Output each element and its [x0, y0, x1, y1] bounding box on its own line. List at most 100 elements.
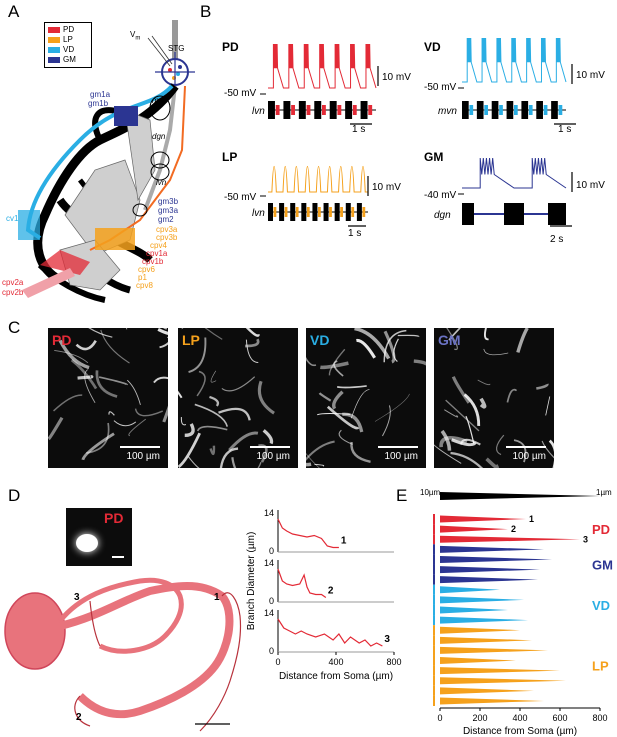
pd-nerve-burst — [298, 101, 306, 119]
mvn-label: mvn — [152, 96, 168, 105]
x-tick-label: 800 — [592, 713, 607, 723]
neurite — [332, 390, 344, 410]
neurite — [126, 379, 141, 405]
neurite — [184, 423, 195, 438]
lp-nerve-burst — [268, 203, 273, 221]
y-tick-label: 0 — [269, 546, 274, 556]
branch-bar-vd — [440, 606, 508, 614]
neurite — [53, 394, 83, 412]
pd-nerve-burst — [360, 101, 368, 119]
neurite — [108, 411, 115, 416]
vd-nerve-burst — [491, 101, 499, 119]
panel-letter-e: E — [396, 486, 408, 505]
gm-nerve-burst — [548, 203, 566, 225]
trace-vd-name: VD — [424, 40, 441, 54]
series-line-3 — [277, 618, 383, 647]
y-tick-label: 0 — [269, 646, 274, 656]
branch-label-2: 2 — [76, 712, 82, 723]
dgn-label: dgn — [152, 132, 166, 141]
cpv2b-label: cpv2b — [2, 288, 24, 297]
neurite — [84, 369, 96, 404]
micrograph-label: PD — [52, 332, 72, 348]
neurite — [450, 451, 484, 468]
neurite — [181, 328, 184, 330]
legend-label: PD — [63, 25, 75, 34]
group-label-lp: LP — [592, 659, 609, 674]
legend-swatch — [48, 46, 60, 53]
neurite — [479, 397, 487, 409]
stomatogastric-schematic — [18, 20, 195, 303]
cpv8-label: cpv8 — [136, 281, 153, 290]
x-tick-label: 800 — [386, 657, 401, 667]
scale-label: 100 µm — [126, 451, 160, 462]
lp-nerve-burst — [290, 203, 296, 221]
lp-nerve-unit — [295, 207, 299, 217]
e-top-label-left: 10µm — [420, 488, 441, 497]
cpv3b-label: cpv3b — [156, 233, 178, 242]
lp-voltage-trace — [268, 166, 368, 193]
pd-nerve-burst — [329, 101, 337, 119]
neurite — [451, 438, 477, 447]
panel-letter-b: B — [200, 2, 212, 21]
branch-bar-vd — [440, 586, 500, 594]
neurite — [483, 328, 489, 341]
neurite — [397, 334, 420, 338]
neurite — [257, 380, 275, 415]
pd-nerve-burst — [283, 101, 291, 119]
x-tick-label: 200 — [472, 713, 487, 723]
y-tick-label: 14 — [264, 558, 274, 568]
branch-bar-lp — [440, 646, 548, 654]
neurite — [125, 328, 128, 330]
neurite — [128, 418, 147, 437]
neurite — [48, 416, 64, 441]
trace-gm-name: GM — [424, 150, 444, 164]
lp-nerve-burst — [356, 203, 362, 221]
pd-nerve-unit — [337, 105, 342, 115]
neurite — [210, 370, 217, 383]
panel-letter-d: D — [8, 486, 21, 505]
neurite — [496, 434, 505, 456]
branch-bar-pd — [440, 535, 580, 543]
branch-bar-lp — [440, 657, 516, 665]
neurite — [113, 420, 137, 427]
pd-nerve-unit — [306, 105, 311, 115]
y-axis-label: Branch Diameter (µm) — [246, 532, 257, 631]
vd-nerve-unit — [484, 105, 488, 115]
neurite — [54, 349, 89, 364]
neurite — [187, 456, 200, 468]
pd-nerve-unit — [352, 105, 357, 115]
neurite — [86, 422, 110, 454]
branch-bar-gm — [440, 566, 540, 574]
neurite — [218, 407, 251, 421]
trace-gm-baseline: -40 mV — [424, 190, 457, 201]
legend-label: GM — [63, 55, 76, 64]
neurite — [221, 376, 256, 392]
lp-nerve-unit — [329, 207, 332, 217]
neurite — [463, 393, 481, 426]
neurite — [196, 370, 206, 397]
trace-vd-nerve: mvn — [438, 106, 457, 117]
group-label-pd: PD — [592, 522, 610, 537]
cv1-label: cv1 — [6, 214, 19, 223]
neurite — [157, 328, 168, 335]
trace-pd-nerve: lvn — [252, 106, 265, 117]
micrograph-label: VD — [310, 332, 330, 348]
scale-label: 100 µm — [512, 451, 546, 462]
neurite — [444, 409, 459, 418]
neurite — [306, 356, 317, 367]
neurite — [178, 390, 183, 399]
neurite — [197, 425, 228, 432]
neurite — [320, 361, 349, 370]
pd-nerve-unit — [291, 105, 295, 115]
legend-swatch — [48, 26, 60, 33]
neurite — [75, 340, 97, 351]
vd-nerve-unit — [558, 105, 563, 115]
x-tick-label: 0 — [275, 657, 280, 667]
vd-nerve-burst — [551, 101, 558, 119]
scale-bar — [120, 446, 160, 448]
neurite — [318, 392, 332, 402]
